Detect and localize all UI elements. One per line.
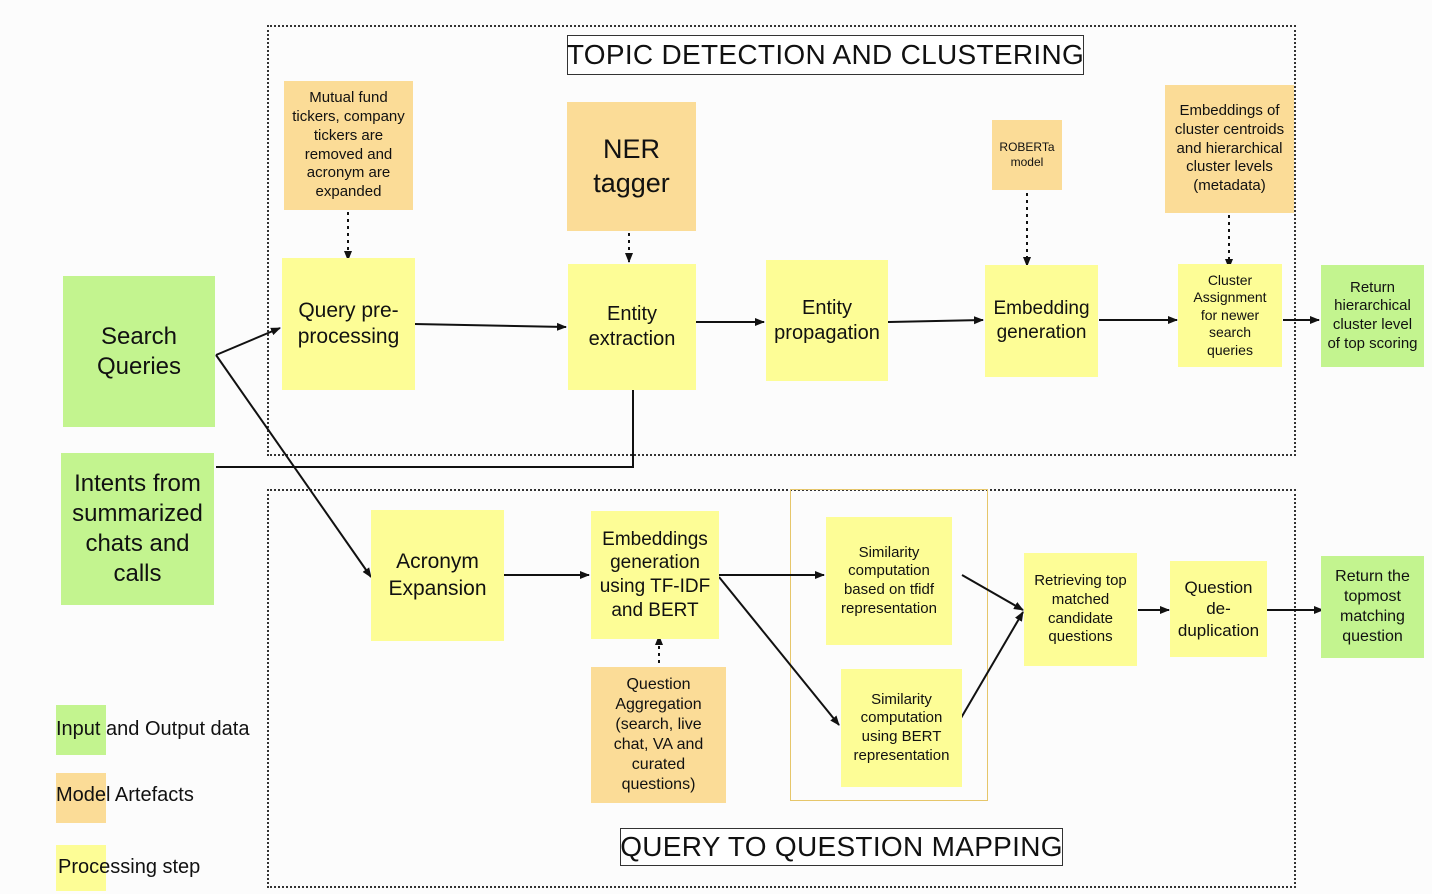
acronym-expansion-node: Acronym Expansion <box>371 510 504 641</box>
ner-tagger-node: NER tagger <box>567 102 696 231</box>
ner-tagger-label: NER tagger <box>593 133 670 198</box>
topic-detection-region <box>267 25 1296 456</box>
mutual-fund-label: Mutual fund tickers, company tickers are… <box>292 89 405 200</box>
embeddings-tfidf-label: Embeddings generation using TF-IDF and B… <box>599 528 711 621</box>
retrieving-top-node: Retrieving top matched candidate questio… <box>1024 553 1137 666</box>
intents-label: Intents from summarized chats and calls <box>72 470 203 587</box>
query-preprocessing-label: Query pre- processing <box>297 298 400 348</box>
return-topmost-label: Return the topmost matching question <box>1335 568 1410 645</box>
embeddings-centroids-node: Embeddings of cluster centroids and hier… <box>1165 85 1294 213</box>
query-preprocessing-node: Query pre- processing <box>282 258 415 390</box>
entity-extraction-node: Entity extraction <box>568 264 696 390</box>
roberta-label: ROBERTa model <box>999 140 1055 169</box>
legend-model-artefacts-swatch <box>56 773 106 823</box>
query-mapping-title: QUERY TO QUESTION MAPPING <box>620 828 1063 866</box>
question-dedup-node: Question de- duplication <box>1170 561 1267 657</box>
legend-processing-step-swatch <box>56 845 106 891</box>
similarity-bert-label: Similarity computation using BERT repres… <box>853 690 950 764</box>
legend-model-artefacts-label: Model Artefacts <box>56 784 194 806</box>
legend-input-output-label: Input and Output data <box>56 718 250 740</box>
embeddings-centroids-label: Embeddings of cluster centroids and hier… <box>1174 102 1285 195</box>
legend-input-output-swatch <box>56 705 106 755</box>
question-aggregation-node: Question Aggregation (search, live chat,… <box>591 667 726 803</box>
similarity-tfidf-label: Similarity computation based on tfidf re… <box>841 543 937 617</box>
retrieving-top-label: Retrieving top matched candidate questio… <box>1034 572 1127 646</box>
search-queries-node: Search Queries <box>63 276 215 427</box>
query-mapping-region <box>267 489 1296 888</box>
entity-propagation-node: Entity propagation <box>766 260 888 381</box>
embedding-generation-label: Embedding generation <box>993 298 1090 343</box>
topic-detection-title: TOPIC DETECTION AND CLUSTERING <box>567 35 1084 75</box>
entity-extraction-label: Entity extraction <box>588 303 676 350</box>
return-topmost-node: Return the topmost matching question <box>1321 556 1424 658</box>
similarity-bert-node: Similarity computation using BERT repres… <box>841 669 962 787</box>
mutual-fund-node: Mutual fund tickers, company tickers are… <box>284 81 413 210</box>
cluster-assignment-label: Cluster Assignment for newer search quer… <box>1193 271 1267 358</box>
roberta-node: ROBERTa model <box>992 120 1062 190</box>
cluster-assignment-node: Cluster Assignment for newer search quer… <box>1178 264 1282 367</box>
return-hierarchical-label: Return hierarchical cluster level of top… <box>1327 278 1418 352</box>
acronym-expansion-label: Acronym Expansion <box>388 550 487 600</box>
embedding-generation-node: Embedding generation <box>985 265 1098 377</box>
entity-propagation-label: Entity propagation <box>774 296 880 344</box>
search-queries-label: Search Queries <box>96 322 182 380</box>
return-hierarchical-node: Return hierarchical cluster level of top… <box>1321 265 1424 367</box>
question-dedup-label: Question de- duplication <box>1177 578 1260 640</box>
embeddings-tfidf-node: Embeddings generation using TF-IDF and B… <box>591 511 719 639</box>
intents-node: Intents from summarized chats and calls <box>61 453 214 605</box>
question-aggregation-label: Question Aggregation (search, live chat,… <box>613 676 704 793</box>
similarity-tfidf-node: Similarity computation based on tfidf re… <box>826 517 952 645</box>
legend-processing-step-label: Processing step <box>58 856 201 878</box>
